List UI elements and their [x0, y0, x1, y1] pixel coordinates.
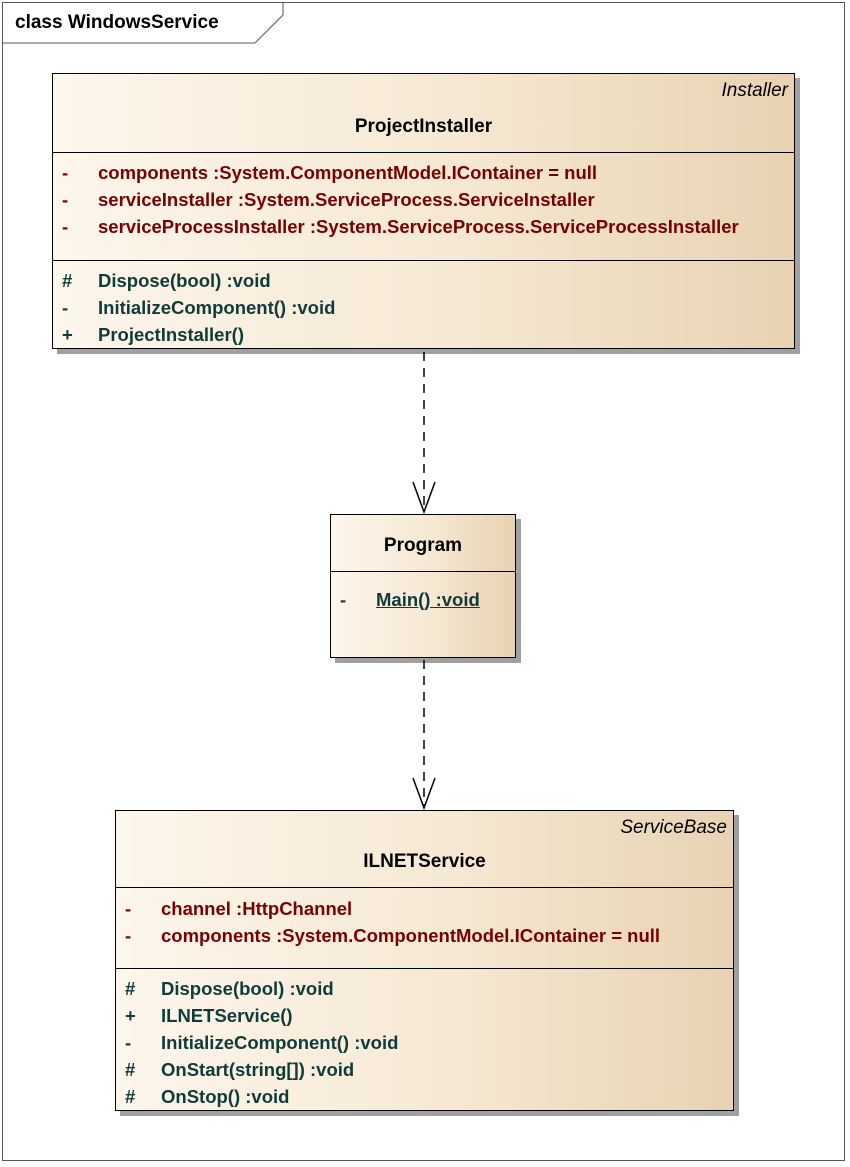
visibility-marker: -	[62, 297, 69, 318]
operation-text: OnStart(string[]) :void	[161, 1059, 355, 1080]
visibility-marker: #	[125, 978, 136, 999]
class-project-installer[interactable]: Installer ProjectInstaller - components …	[52, 73, 795, 349]
compartment-divider	[116, 887, 733, 888]
attribute-text: components :System.ComponentModel.IConta…	[98, 162, 598, 183]
attribute-text: serviceInstaller :System.ServiceProcess.…	[98, 189, 595, 210]
operation-text: Dispose(bool) :void	[161, 978, 334, 999]
visibility-marker: -	[62, 162, 69, 183]
class-name: Program	[383, 535, 463, 556]
class-name: ILNETService	[363, 851, 486, 872]
operation-text: Dispose(bool) :void	[98, 270, 271, 291]
frame-tab-outline	[3, 3, 284, 44]
attribute-text: serviceProcessInstaller :System.ServiceP…	[98, 216, 739, 237]
visibility-marker: -	[62, 216, 69, 237]
visibility-marker: #	[62, 270, 73, 291]
frame-title: class WindowsService	[15, 12, 219, 33]
visibility-marker: +	[62, 324, 73, 345]
visibility-marker: -	[340, 589, 347, 610]
compartment-divider	[116, 968, 733, 969]
visibility-marker: #	[125, 1059, 136, 1080]
operation-text: InitializeComponent() :void	[161, 1032, 399, 1053]
stereotype-label: Installer	[721, 80, 788, 101]
operation-text: Main() :void	[376, 589, 480, 610]
attribute-text: channel :HttpChannel	[161, 898, 353, 919]
class-ilnet-service[interactable]: ServiceBase ILNETService - channel :Http…	[115, 810, 734, 1111]
visibility-marker: -	[62, 189, 69, 210]
attribute-text: components :System.ComponentModel.IConta…	[161, 925, 661, 946]
dependency-arrow-program-to-service[interactable]	[412, 660, 436, 811]
compartment-divider	[53, 260, 794, 261]
visibility-marker: #	[125, 1086, 136, 1107]
compartment-divider	[331, 571, 515, 572]
class-name: ProjectInstaller	[354, 116, 493, 137]
operation-text: ILNETService()	[161, 1005, 293, 1026]
operation-text: InitializeComponent() :void	[98, 297, 336, 318]
compartment-divider	[53, 152, 794, 153]
visibility-marker: -	[125, 1032, 132, 1053]
operation-text: ProjectInstaller()	[98, 324, 244, 345]
visibility-marker: -	[125, 898, 132, 919]
visibility-marker: -	[125, 925, 132, 946]
stereotype-label: ServiceBase	[620, 817, 727, 838]
operation-text: OnStop() :void	[161, 1086, 290, 1107]
dependency-arrow-installer-to-program[interactable]	[412, 352, 436, 515]
visibility-marker: +	[125, 1005, 136, 1026]
class-program[interactable]: Program - Main() :void	[330, 514, 516, 658]
